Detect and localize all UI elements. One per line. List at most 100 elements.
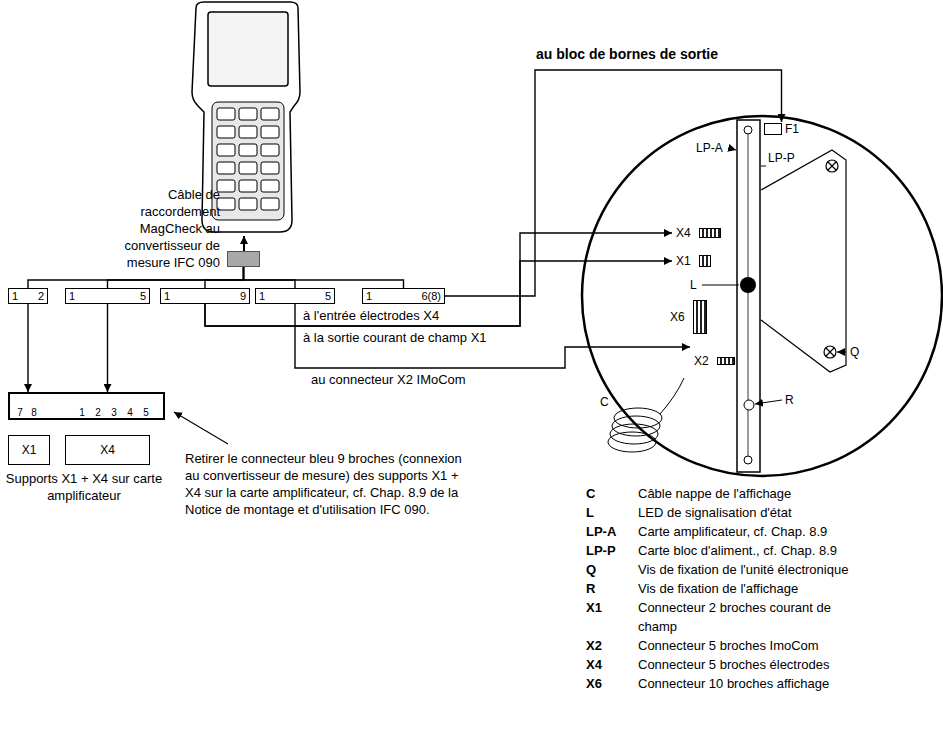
wire-label: à la sortie courant de champ X1: [302, 330, 488, 346]
node-label: 2: [38, 289, 44, 303]
instruction-note: Retirer le connecteur bleu 9 broches (co…: [185, 450, 475, 518]
callout-letter: R: [785, 392, 794, 409]
cable-wire: [28, 267, 244, 288]
key-text: Connecteur 5 broches ImoCom: [638, 636, 858, 655]
node-label: X1: [676, 254, 691, 268]
cable-wire: [205, 267, 244, 288]
pin-number: 2: [92, 407, 104, 418]
node-label: 6(8): [421, 289, 441, 303]
connector-body: [693, 300, 707, 334]
note-leader: [174, 412, 228, 444]
cable-wire: [244, 267, 404, 288]
fuse-body: [764, 123, 782, 135]
node-label: 5: [325, 289, 331, 303]
pin-number: 7: [14, 407, 26, 418]
key-text: Carte amplificateur, cf. Chap. 8.9: [638, 522, 858, 541]
callout-letter: L: [690, 277, 697, 294]
key-row: X1Connecteur 2 broches courant de champ: [586, 598, 938, 636]
wire-label: au bloc de bornes de sortie: [535, 46, 719, 62]
pin-number: 8: [28, 407, 40, 418]
node-label: 1: [366, 289, 372, 303]
support-socket: X1: [8, 435, 50, 465]
wire-label: au connecteur X2 IMoCom: [310, 372, 467, 388]
node-label: 1: [69, 289, 75, 303]
key-row: RVis de fixation de l'affichage: [586, 579, 938, 598]
plug-body: [227, 251, 260, 267]
key-letter: X4: [586, 655, 638, 674]
key-letter: X1: [586, 598, 638, 636]
key-letter: Q: [586, 560, 638, 579]
node-label: X1: [22, 443, 37, 457]
key-letter: LP-P: [586, 541, 638, 560]
callout-letter: LP-P: [768, 150, 795, 167]
cable-wire: [445, 70, 782, 296]
cable-wire: [27, 304, 28, 392]
key-row: X2Connecteur 5 broches ImoCom: [586, 636, 938, 655]
blue-connector: 7812345: [8, 392, 165, 420]
cable-plug: Câble de raccordement MagCheck au conver…: [95, 186, 260, 271]
pin-number: 5: [140, 407, 152, 418]
display-screw: [744, 400, 754, 410]
key-text: Connecteur 10 broches affichage: [638, 674, 858, 693]
board-connector: X6: [666, 300, 707, 334]
cable-wire: [244, 267, 296, 288]
node-label: X4: [100, 443, 115, 457]
key-row: X6Connecteur 10 broches affichage: [586, 674, 938, 693]
node-label: 1: [12, 289, 18, 303]
amplifier-board: [737, 120, 760, 472]
key-list: CCâble nappe de l'affichageLLED de signa…: [586, 484, 938, 693]
connector-body: [699, 255, 711, 267]
cable-wire: [205, 233, 672, 326]
node-label: Câble de raccordement MagCheck au conver…: [95, 186, 220, 271]
key-row: X4Connecteur 5 broches électrodes: [586, 655, 938, 674]
key-text: Câble nappe de l'affichage: [638, 484, 858, 503]
plug-arrow: [243, 236, 245, 251]
pin-number: 3: [108, 407, 120, 418]
connector-plug: 1 6(8): [362, 288, 445, 304]
callout-letter: C: [600, 394, 609, 411]
connector-body: [717, 357, 735, 365]
board-connector: X1: [672, 254, 711, 268]
display-ribbon-cable: [608, 378, 684, 452]
key-letter: LP-A: [586, 522, 638, 541]
key-letter: C: [586, 484, 638, 503]
fuse: F1: [764, 122, 799, 136]
key-row: LP-PCarte bloc d'aliment., cf. Chap. 8.9: [586, 541, 938, 560]
connector-body: [699, 228, 721, 238]
board-connector: X2: [690, 340, 735, 368]
wire-label: à l'entrée électrodes X4: [302, 308, 440, 324]
key-letter: X6: [586, 674, 638, 693]
key-letter: L: [586, 503, 638, 522]
cable-wire: [205, 261, 672, 326]
leader-lines: [702, 148, 846, 404]
key-text: LED de signalisation d'état: [638, 503, 858, 522]
callout-letter: LP-A: [696, 140, 723, 157]
key-text: Carte bloc d'aliment., cf. Chap. 8.9: [638, 541, 858, 560]
support-socket: X4: [65, 435, 150, 465]
node-label: 1: [259, 289, 265, 303]
converter-housing: [582, 116, 942, 476]
node-label: 1: [164, 289, 170, 303]
cable-wire: [108, 267, 244, 288]
node-label: F1: [785, 122, 799, 136]
key-text: Vis de fixation de l'affichage: [638, 579, 858, 598]
node-label: X2: [694, 354, 709, 368]
key-text: Connecteur 5 broches électrodes: [638, 655, 858, 674]
node-label: X4: [676, 226, 691, 240]
cable-wire: [295, 304, 690, 368]
pin-number: 4: [124, 407, 136, 418]
connector-plug: 15: [255, 288, 335, 304]
node-label: X6: [670, 310, 685, 324]
key-text: Connecteur 2 broches courant de champ: [638, 598, 858, 636]
key-row: CCâble nappe de l'affichage: [586, 484, 938, 503]
cable-wire: [107, 304, 108, 392]
node-label: 5: [140, 289, 146, 303]
node-label: 9: [240, 289, 246, 303]
support-caption: Supports X1 + X4 sur carte amplificateur: [4, 470, 164, 504]
connector-plug: 15: [65, 288, 150, 304]
callout-letter: Q: [850, 344, 859, 361]
key-row: LLED de signalisation d'état: [586, 503, 938, 522]
